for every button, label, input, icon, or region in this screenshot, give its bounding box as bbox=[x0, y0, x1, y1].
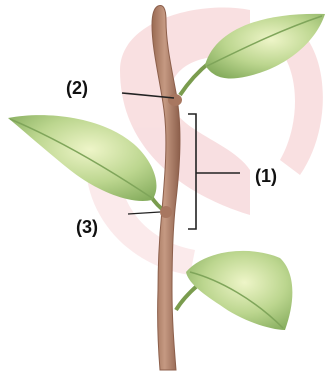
lower-leaf bbox=[176, 251, 292, 330]
lower-node bbox=[160, 206, 172, 218]
label-node-lower: (3) bbox=[76, 218, 98, 236]
label-internode: (1) bbox=[255, 167, 277, 185]
label-node-upper: (2) bbox=[66, 79, 88, 97]
upper-node bbox=[168, 94, 182, 106]
